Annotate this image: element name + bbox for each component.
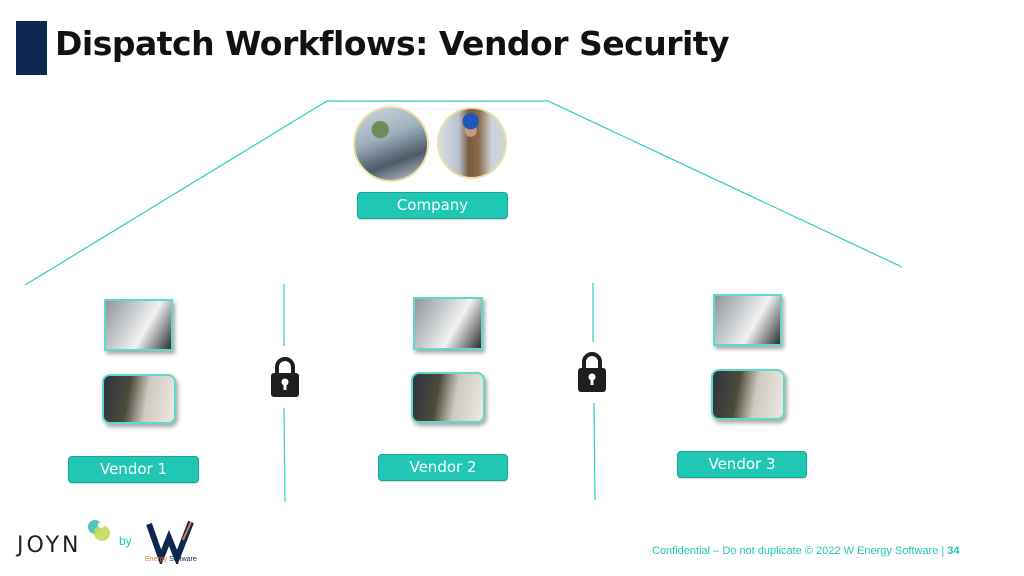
title-accent-bar bbox=[16, 21, 47, 75]
roof-line bbox=[24, 100, 903, 286]
company-photo-fieldworker bbox=[437, 107, 507, 179]
w-energy-logo-icon bbox=[146, 520, 194, 564]
joyn-logo: JOYN bbox=[17, 533, 82, 558]
by-label: by bbox=[119, 534, 132, 548]
w-software-word: Software bbox=[167, 556, 197, 563]
vendor-3-driver-photo bbox=[711, 369, 785, 420]
vendor-2-driver-photo bbox=[411, 372, 485, 423]
vendor-1-driver-photo bbox=[102, 374, 176, 424]
lock-icon bbox=[578, 352, 606, 392]
joyn-logo-bubbles-icon bbox=[88, 520, 110, 541]
vendor-3-label: Vendor 3 bbox=[677, 451, 807, 478]
company-photo-operator bbox=[353, 106, 429, 182]
separator-line-2-bottom bbox=[593, 402, 596, 501]
lock-icon bbox=[271, 357, 299, 397]
company-label: Company bbox=[357, 192, 508, 219]
separator-line-1-bottom bbox=[283, 407, 286, 503]
footer: Confidential – Do not duplicate © 2022 W… bbox=[652, 545, 960, 557]
w-energy-logo-text: Energy Software bbox=[145, 556, 197, 563]
page-number: 34 bbox=[947, 545, 960, 557]
vendor-1-dispatcher-photo bbox=[104, 299, 173, 351]
footer-text: Confidential – Do not duplicate © 2022 W… bbox=[652, 545, 948, 557]
w-energy-word: Energy bbox=[145, 556, 168, 563]
vendor-2-dispatcher-photo bbox=[413, 297, 483, 350]
vendor-3-dispatcher-photo bbox=[713, 294, 782, 346]
page-title: Dispatch Workflows: Vendor Security bbox=[55, 24, 730, 63]
vendor-1-label: Vendor 1 bbox=[68, 456, 199, 483]
vendor-2-label: Vendor 2 bbox=[378, 454, 508, 481]
